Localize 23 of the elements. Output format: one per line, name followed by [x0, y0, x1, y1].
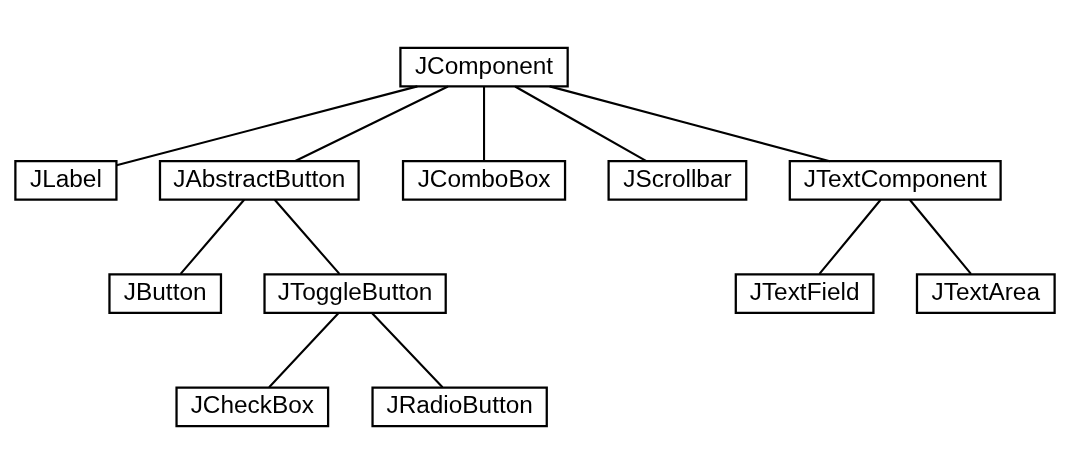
connector: [908, 199, 972, 275]
connector: [294, 85, 449, 162]
connector: [514, 85, 647, 162]
node-box: JTextField: [734, 273, 875, 314]
node-box: JToggleButton: [263, 273, 447, 314]
node-box: JButton: [108, 273, 223, 314]
node-box: JTextComponent: [788, 160, 1002, 201]
node-box: JCheckBox: [175, 386, 330, 428]
connector: [371, 312, 444, 388]
connector: [818, 199, 882, 275]
connector: [483, 86, 486, 161]
node-box: JComponent: [399, 46, 569, 88]
connector: [179, 199, 245, 275]
node-box: JTextArea: [915, 273, 1056, 314]
connector: [116, 85, 418, 167]
node-box: JLabel: [14, 160, 118, 201]
node-box: JScrollbar: [607, 160, 748, 201]
connector: [268, 312, 340, 388]
node-box: JAbstractButton: [158, 160, 360, 201]
node-box: JRadioButton: [371, 386, 548, 428]
connector: [549, 85, 831, 163]
connector: [273, 199, 341, 275]
node-box: JComboBox: [401, 160, 567, 201]
